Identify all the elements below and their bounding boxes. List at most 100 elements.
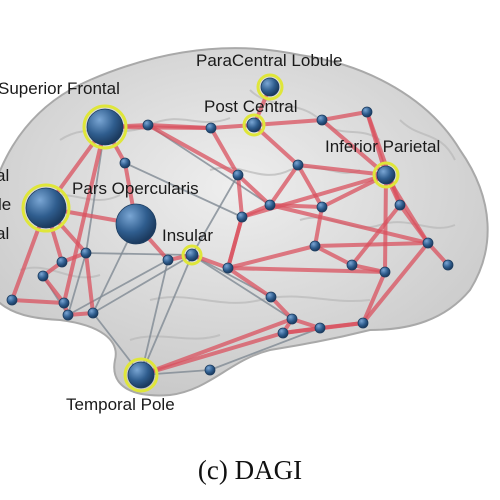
node-highlight-ring — [21, 183, 71, 233]
edge-red — [209, 126, 240, 177]
edge-red — [62, 125, 107, 305]
edge-red — [236, 173, 272, 207]
node-sphere — [246, 117, 262, 133]
node-n23 — [56, 256, 68, 268]
node-sphere — [162, 254, 174, 266]
node-sphere — [127, 361, 155, 389]
node-left-clipped — [21, 183, 71, 233]
node-highlight-ring — [123, 357, 159, 393]
edge-red — [320, 110, 369, 122]
edge-gray — [85, 252, 193, 256]
node-n27 — [87, 307, 99, 319]
label-paracentral-lobule: ParaCentral Lobule — [196, 51, 342, 70]
label-post-central: Post Central — [204, 97, 298, 116]
node-n28 — [162, 254, 174, 266]
edge-red — [365, 110, 402, 207]
node-sphere — [119, 157, 131, 169]
node-highlight-ring — [242, 113, 266, 137]
node-sphere — [286, 313, 298, 325]
node-highlight-ring — [181, 244, 203, 266]
node-n31 — [6, 294, 18, 306]
node-n15 — [346, 259, 358, 271]
edge-gray — [140, 254, 193, 376]
node-pars-opercularis — [115, 203, 157, 245]
edge-red — [226, 215, 244, 270]
edge-red — [350, 203, 402, 267]
edge-red — [268, 163, 300, 207]
edge-red — [226, 266, 273, 299]
node-sphere — [314, 322, 326, 334]
node-n11 — [394, 199, 406, 211]
node-sphere — [346, 259, 358, 271]
label-clipped-left-3: al — [0, 224, 9, 243]
node-n6 — [292, 159, 304, 171]
edge-gray — [191, 174, 239, 256]
node-inferior-parietal — [372, 161, 400, 189]
edge-red — [361, 241, 430, 325]
node-sphere — [361, 106, 373, 118]
node-sphere — [236, 211, 248, 223]
node-temporal-pole — [123, 357, 159, 393]
node-sphere — [37, 270, 49, 282]
edge-red — [146, 123, 213, 130]
node-highlight-ring — [372, 161, 400, 189]
node-n17 — [265, 291, 277, 303]
node-n3 — [316, 114, 328, 126]
brain-network-figure: Superior Frontal ParaCentral Lobule Post… — [0, 47, 489, 414]
node-n18 — [286, 313, 298, 325]
node-sphere — [185, 248, 199, 262]
node-sphere — [422, 237, 434, 249]
node-sphere — [56, 256, 68, 268]
edge-red — [226, 244, 317, 270]
label-pars-opercularis: Pars Opercularis — [72, 179, 199, 198]
edge-red — [361, 270, 387, 325]
node-n5 — [119, 157, 131, 169]
edge-red — [226, 266, 387, 274]
node-sphere — [292, 159, 304, 171]
node-sphere — [316, 201, 328, 213]
edge-red — [313, 241, 430, 248]
node-n21 — [277, 327, 289, 339]
edge-gray — [140, 259, 169, 376]
edge-red — [84, 251, 95, 315]
node-n7 — [316, 201, 328, 213]
label-superior-frontal: Superior Frontal — [0, 79, 120, 98]
node-sphere — [316, 114, 328, 126]
region-labels: Superior Frontal ParaCentral Lobule Post… — [0, 51, 440, 414]
edge-red — [320, 118, 388, 177]
edge-red — [313, 244, 354, 267]
node-n13 — [222, 262, 234, 274]
edge-red — [296, 163, 324, 209]
edge-red — [240, 173, 388, 219]
node-sphere — [115, 203, 157, 245]
node-n14 — [309, 240, 321, 252]
node-n10 — [442, 259, 454, 271]
edge-red — [236, 173, 244, 219]
node-n16 — [379, 266, 391, 278]
node-sphere — [379, 266, 391, 278]
node-sphere — [232, 169, 244, 181]
node-sphere — [25, 187, 67, 229]
node-sphere — [205, 122, 217, 134]
node-n22 — [80, 247, 92, 259]
edge-gray — [209, 327, 321, 371]
node-highlight-ring — [256, 73, 284, 101]
node-insular — [181, 244, 203, 266]
label-temporal-pole: Temporal Pole — [66, 395, 175, 414]
node-sphere — [62, 309, 74, 321]
node-n26 — [62, 309, 74, 321]
node-sphere — [86, 108, 124, 146]
node-sphere — [357, 317, 369, 329]
edge-gray — [191, 254, 293, 320]
node-sphere — [6, 294, 18, 306]
node-n30 — [232, 169, 244, 181]
node-sphere — [394, 199, 406, 211]
edge-gray — [67, 252, 87, 316]
node-sphere — [58, 297, 70, 309]
node-n12 — [236, 211, 248, 223]
node-n29 — [204, 364, 216, 376]
edge-red — [146, 123, 240, 177]
edge-gray — [67, 259, 169, 316]
label-clipped-left-2: le — [0, 195, 11, 214]
node-sphere — [80, 247, 92, 259]
